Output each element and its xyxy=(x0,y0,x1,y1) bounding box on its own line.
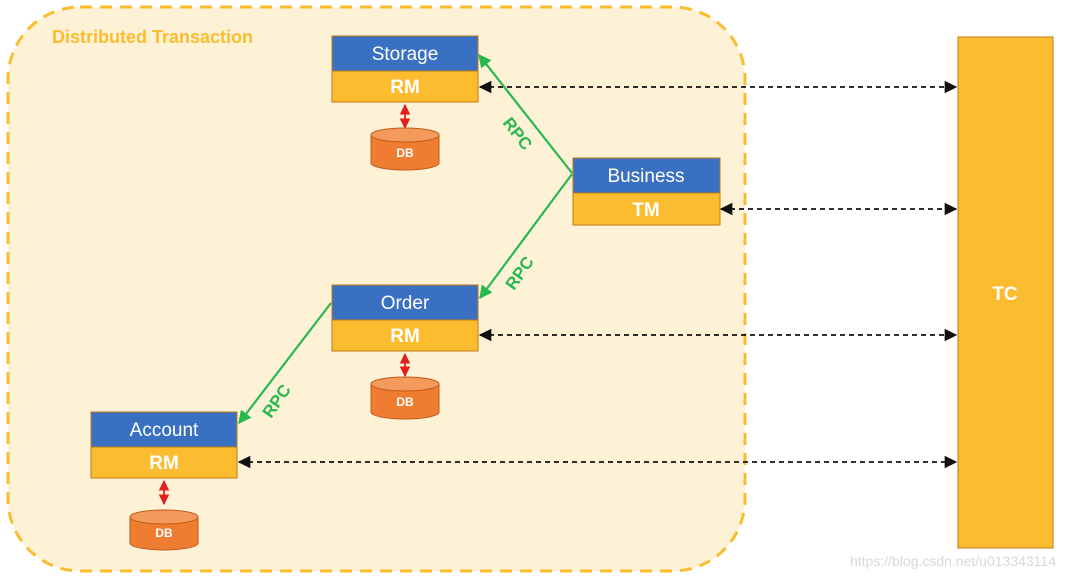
account-db: DB xyxy=(129,509,199,551)
watermark-text: https://blog.csdn.net/u013343114 xyxy=(850,553,1056,569)
storage-db-label: DB xyxy=(396,146,414,160)
rpc-connector-order-account xyxy=(238,302,332,425)
order-header xyxy=(331,284,479,321)
storage-name: Storage xyxy=(372,44,439,65)
order-db-cylinder xyxy=(370,383,440,420)
rpc-connector-business-order xyxy=(479,173,573,300)
rpc-connector-business-storage xyxy=(478,53,573,174)
business-node: Business TM xyxy=(572,157,721,226)
region-title: Distributed Transaction xyxy=(52,27,253,47)
business-role-bar xyxy=(572,192,721,226)
storage-role-bar xyxy=(331,70,479,103)
account-header xyxy=(90,411,238,448)
business-role: TM xyxy=(632,200,659,221)
order-db: DB xyxy=(370,376,440,420)
order-db-top xyxy=(370,376,440,392)
storage-node: Storage RM xyxy=(331,35,479,103)
account-db-label: DB xyxy=(155,526,173,540)
storage-role: RM xyxy=(390,77,420,98)
storage-db: DB xyxy=(370,127,440,171)
tc-block xyxy=(957,36,1054,549)
storage-db-cylinder xyxy=(370,134,440,171)
order-db-label: DB xyxy=(396,395,414,409)
account-node: Account RM xyxy=(90,411,238,479)
order-role: RM xyxy=(390,326,420,347)
account-role-bar xyxy=(90,446,238,479)
storage-db-top xyxy=(370,127,440,143)
account-name: Account xyxy=(130,420,199,441)
account-role: RM xyxy=(149,453,179,474)
order-node: Order RM xyxy=(331,284,479,352)
account-db-top xyxy=(129,509,199,525)
order-role-bar xyxy=(331,319,479,352)
business-name: Business xyxy=(607,166,684,187)
order-name: Order xyxy=(381,293,430,314)
storage-header xyxy=(331,35,479,72)
account-db-cylinder xyxy=(129,516,199,551)
tc-label: TC xyxy=(992,284,1018,305)
